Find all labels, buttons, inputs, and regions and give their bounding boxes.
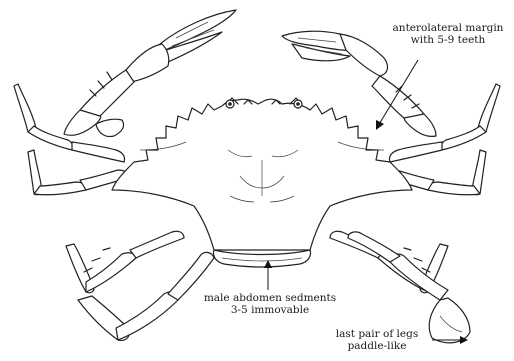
label-abdomen-line1: male abdomen sedments	[200, 292, 340, 304]
label-last-pair-legs: last pair of legs paddle-like	[322, 328, 432, 352]
label-anterolateral-line2: with 5-9 teeth	[388, 34, 508, 46]
label-anterolateral-margin: anterolateral margin with 5-9 teeth	[388, 22, 508, 46]
label-male-abdomen: male abdomen sedments 3-5 immovable	[200, 292, 340, 316]
label-legs-line2: paddle-like	[322, 340, 432, 352]
label-anterolateral-line1: anterolateral margin	[388, 22, 508, 34]
label-legs-line1: last pair of legs	[322, 328, 432, 340]
label-abdomen-line2: 3-5 immovable	[200, 304, 340, 316]
